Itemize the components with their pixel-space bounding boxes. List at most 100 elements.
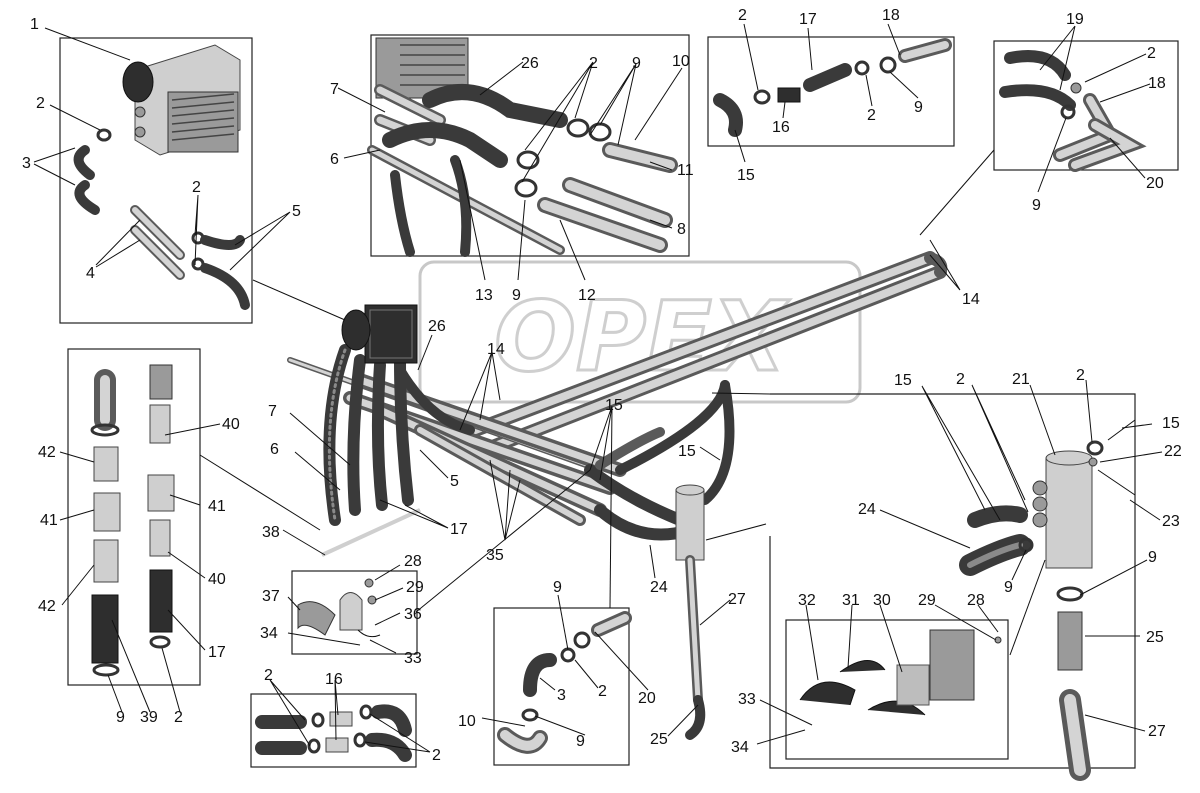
leader-lines [33, 23, 1163, 753]
callout-41: 41 [208, 498, 226, 515]
callout-2: 2 [192, 179, 201, 196]
callout-5: 5 [292, 203, 301, 220]
callout-2: 2 [432, 747, 441, 764]
callout-9: 9 [553, 579, 562, 596]
callout-15: 15 [605, 397, 623, 414]
callout-42: 42 [38, 598, 56, 615]
mount-detail [799, 629, 1002, 716]
callout-33: 33 [404, 650, 422, 667]
callout-6: 6 [270, 441, 279, 458]
callout-17: 17 [208, 644, 226, 661]
taps-detail [255, 704, 412, 762]
callout-21: 21 [1012, 371, 1030, 388]
callout-37: 37 [262, 588, 280, 605]
callout-6: 6 [330, 151, 339, 168]
callout-32: 32 [798, 592, 816, 609]
callout-2: 2 [264, 667, 273, 684]
tank-detail [959, 419, 1136, 781]
callout-28: 28 [967, 592, 985, 609]
callout-10: 10 [672, 53, 690, 70]
callout-15: 15 [737, 167, 755, 184]
callout-2: 2 [589, 55, 598, 72]
elbows-detail [999, 50, 1147, 172]
watermark: OPEX [418, 260, 862, 404]
callout-2: 2 [738, 7, 747, 24]
callout-35: 35 [486, 547, 504, 564]
heater-detail [73, 44, 250, 310]
callout-9: 9 [1148, 549, 1157, 566]
callout-15: 15 [678, 443, 696, 460]
callout-18: 18 [1148, 75, 1166, 92]
callout-26: 26 [521, 55, 539, 72]
callout-41: 41 [40, 512, 58, 529]
callout-31: 31 [842, 592, 860, 609]
callout-39: 39 [140, 709, 158, 726]
callout-15: 15 [1162, 415, 1180, 432]
callout-18: 18 [882, 7, 900, 24]
callout-28: 28 [404, 553, 422, 570]
callout-22: 22 [1164, 443, 1182, 460]
watermark-frame [418, 260, 862, 404]
callout-4: 4 [86, 265, 95, 282]
callout-38: 38 [262, 524, 280, 541]
detail-box-tank [769, 393, 1136, 769]
callout-1: 1 [30, 16, 39, 33]
callout-33: 33 [738, 691, 756, 708]
callout-29: 29 [406, 579, 424, 596]
callout-9: 9 [116, 709, 125, 726]
callout-3: 3 [557, 687, 566, 704]
callout-2: 2 [956, 371, 965, 388]
callout-9: 9 [1032, 197, 1041, 214]
callout-9: 9 [632, 55, 641, 72]
callout-2: 2 [36, 95, 45, 112]
callout-9: 9 [576, 733, 585, 750]
callout-34: 34 [260, 625, 278, 642]
callout-20: 20 [1146, 175, 1164, 192]
callout-26: 26 [428, 318, 446, 335]
callout-14: 14 [962, 291, 980, 308]
callout-14: 14 [487, 341, 505, 358]
callout-40: 40 [208, 571, 226, 588]
callout-20: 20 [638, 690, 656, 707]
fittings-detail [90, 364, 175, 677]
callout-17: 17 [450, 521, 468, 538]
callout-15: 15 [894, 372, 912, 389]
callout-25: 25 [650, 731, 668, 748]
callout-7: 7 [268, 403, 277, 420]
callout-25: 25 [1146, 629, 1164, 646]
watermark-text: OPEX [494, 281, 790, 393]
callout-8: 8 [677, 221, 686, 238]
detail-box-valve [707, 36, 955, 147]
callout-10: 10 [458, 713, 476, 730]
callout-5: 5 [450, 473, 459, 490]
detail-box-elbow-pipe [493, 607, 630, 766]
callout-16: 16 [772, 119, 790, 136]
callout-36: 36 [404, 606, 422, 623]
callout-24: 24 [858, 501, 876, 518]
callout-40: 40 [222, 416, 240, 433]
detail-box-elbows [993, 40, 1179, 171]
detail-box-clamp [291, 570, 418, 655]
callout-7: 7 [330, 81, 339, 98]
callout-27: 27 [728, 591, 746, 608]
callout-30: 30 [873, 592, 891, 609]
callout-12: 12 [578, 287, 596, 304]
callout-2: 2 [174, 709, 183, 726]
callout-13: 13 [475, 287, 493, 304]
callout-23: 23 [1162, 513, 1180, 530]
callout-9: 9 [512, 287, 521, 304]
manifold-detail [367, 37, 678, 257]
callout-2: 2 [867, 107, 876, 124]
callout-2: 2 [1076, 367, 1085, 384]
detail-box-heater [59, 37, 253, 324]
callout-27: 27 [1148, 723, 1166, 740]
callout-29: 29 [918, 592, 936, 609]
callout-2: 2 [1147, 45, 1156, 62]
callout-9: 9 [1004, 579, 1013, 596]
callout-11: 11 [677, 162, 694, 179]
callout-16: 16 [325, 671, 343, 688]
callout-19: 19 [1066, 11, 1084, 28]
callout-2: 2 [598, 683, 607, 700]
